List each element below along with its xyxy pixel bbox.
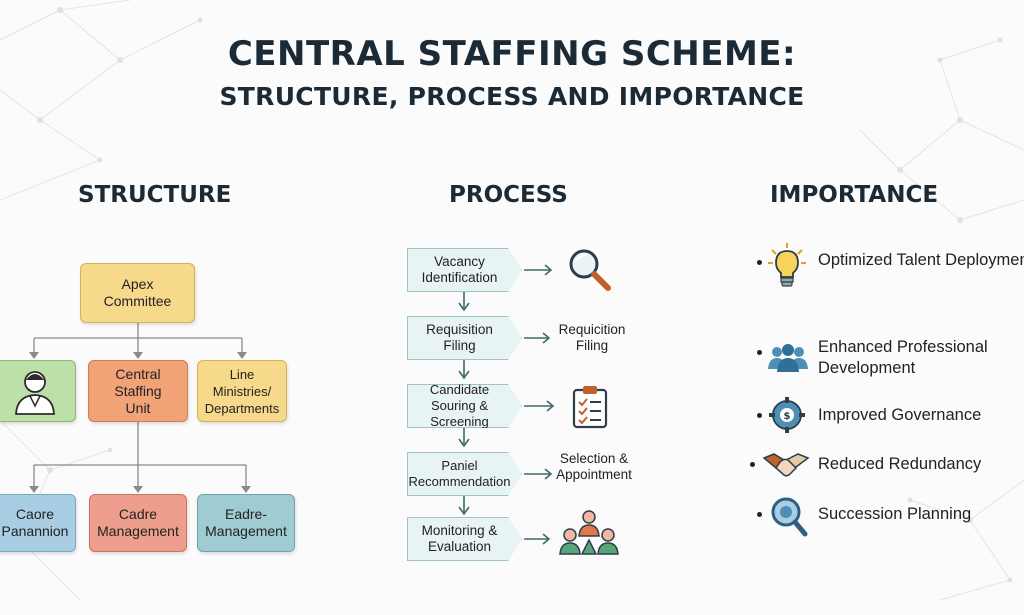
- structure-heading: STRUCTURE: [78, 182, 232, 208]
- importance-item-text: Enhanced Professional Development: [818, 338, 988, 377]
- importance-item-label: Reduced Redundancy: [818, 455, 982, 473]
- eadre-management-label: Eadre- Management: [205, 506, 287, 539]
- apex-committee-label: Apex Committee: [103, 276, 172, 309]
- page-title: CENTRAL STAFFING SCHEME:: [227, 34, 797, 74]
- page-subtitle: STRUCTURE, PROCESS AND IMPORTANCE: [219, 82, 805, 111]
- bullet: [757, 350, 762, 355]
- process-step-label: Requisition Filing: [426, 322, 493, 353]
- bullet: [757, 512, 762, 517]
- bullet: [757, 413, 762, 418]
- team-icon: [559, 510, 619, 555]
- svg-text:$: $: [784, 411, 791, 422]
- cadre-management-label: Cadre Management: [97, 506, 179, 539]
- process-step-label: Vacancy Identification: [421, 254, 498, 285]
- central-staffing-unit-label: Central Staffing Unit: [114, 365, 162, 416]
- line-ministries-label: Line Ministries/ Departments: [204, 366, 280, 416]
- apex-committee-box: Apex Committee: [80, 263, 195, 323]
- personnel-box: [0, 360, 76, 422]
- selection-output-text: Selection & Appointment: [556, 451, 632, 482]
- magnifier-icon: [569, 249, 611, 291]
- bullet: [750, 462, 755, 467]
- process-step-panel: Paniel Recommendation: [407, 452, 522, 496]
- cadre-panannion-box: Caore Panannion: [0, 494, 76, 552]
- process-step-label: Monitoring & Evaluation: [421, 523, 498, 554]
- cadre-management-box: Cadre Management: [89, 494, 187, 552]
- bullet: [757, 260, 762, 265]
- person-icon: [15, 371, 55, 415]
- governance-shield-icon: $: [769, 397, 805, 433]
- process-step-label: Candidate Souring & Screening: [429, 382, 490, 429]
- process-step-label: Paniel Recommendation: [408, 458, 511, 489]
- checklist-icon: [572, 386, 608, 429]
- people-group-icon: [768, 344, 808, 372]
- cadre-panannion-label: Caore Panannion: [1, 506, 69, 539]
- central-staffing-unit-box: Central Staffing Unit: [88, 360, 188, 422]
- process-step-candidate: Candidate Souring & Screening: [407, 384, 522, 428]
- importance-heading: IMPORTANCE: [770, 182, 939, 208]
- succession-magnifier-icon: [771, 497, 808, 537]
- process-step-monitoring: Monitoring & Evaluation: [407, 517, 522, 561]
- importance-item-label: Optimized Talent Deployment: [818, 251, 1024, 269]
- importance-item-label: Improved Governance: [818, 406, 982, 424]
- importance-item-label: Enhanced Professional Development: [818, 337, 998, 379]
- eadre-management-box: Eadre- Management: [197, 494, 295, 552]
- lightbulb-icon: [768, 243, 806, 287]
- requisition-output-text: Requicition Filing: [558, 322, 626, 353]
- line-ministries-box: Line Ministries/ Departments: [197, 360, 287, 422]
- process-step-vacancy: Vacancy Identification: [407, 248, 522, 292]
- handshake-icon: [762, 453, 810, 477]
- process-heading: PROCESS: [449, 182, 568, 208]
- importance-item-label: Succession Planning: [818, 505, 972, 523]
- process-step-requisition: Requisition Filing: [407, 316, 522, 360]
